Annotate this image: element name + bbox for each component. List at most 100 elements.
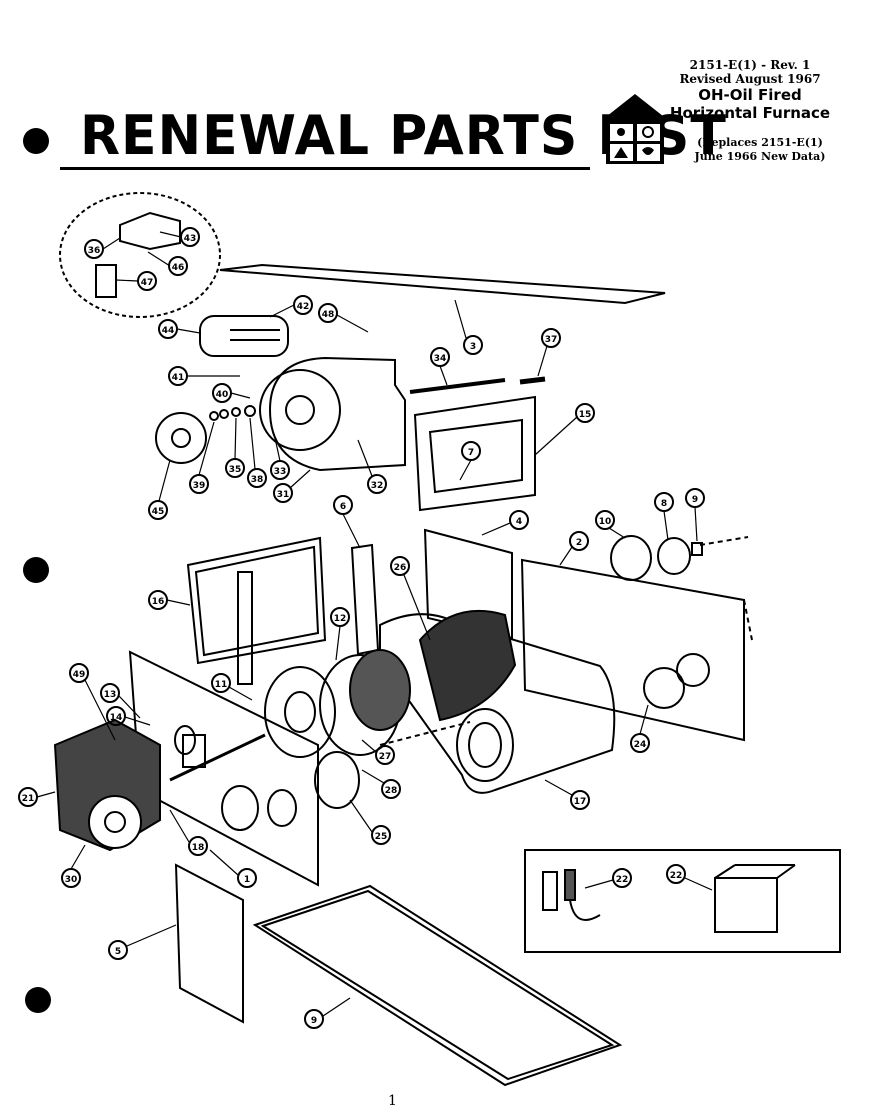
callout-38: 38 xyxy=(247,468,267,488)
svg-text:33: 33 xyxy=(274,467,287,477)
svg-text:10: 10 xyxy=(599,517,612,527)
callout-4: 4 xyxy=(509,510,529,530)
callout-15: 15 xyxy=(575,403,595,423)
svg-text:14: 14 xyxy=(110,713,123,723)
svg-text:46: 46 xyxy=(172,263,185,273)
callout-18: 18 xyxy=(188,836,208,856)
svg-text:25: 25 xyxy=(375,832,388,842)
callout-21: 21 xyxy=(18,787,38,807)
revision-block: 2151-E(1) - Rev. 1 Revised August 1967 O… xyxy=(640,58,860,122)
callout-25: 25 xyxy=(371,825,391,845)
binder-hole-bottom xyxy=(25,987,51,1013)
callout-41: 41 xyxy=(168,366,188,386)
svg-text:28: 28 xyxy=(385,786,398,796)
svg-text:9: 9 xyxy=(692,495,698,505)
callout-14: 14 xyxy=(106,706,126,726)
blower-wheel-part xyxy=(259,369,341,451)
svg-text:9: 9 xyxy=(311,1016,317,1026)
callout-16: 16 xyxy=(148,590,168,610)
svg-text:44: 44 xyxy=(162,326,175,336)
svg-text:6: 6 xyxy=(340,502,346,512)
callout-26: 26 xyxy=(390,556,410,576)
replaces-note: (Replaces 2151-E(1) xyxy=(697,136,823,149)
svg-text:22: 22 xyxy=(670,871,683,881)
svg-text:1: 1 xyxy=(244,875,250,885)
shaft-part xyxy=(409,378,506,394)
svg-text:45: 45 xyxy=(152,507,165,517)
svg-text:21: 21 xyxy=(22,794,35,804)
side-panel-left-part xyxy=(186,536,327,665)
callout-6-top: 6 xyxy=(333,495,353,515)
svg-text:38: 38 xyxy=(251,475,264,485)
svg-text:22: 22 xyxy=(616,875,629,885)
svg-text:49: 49 xyxy=(73,670,86,680)
svg-text:5: 5 xyxy=(115,947,121,957)
capacitor-part xyxy=(95,264,117,298)
base-pan-part xyxy=(252,884,623,1087)
filter-frame-part xyxy=(413,395,536,512)
callout-markers: 36 43 46 47 44 42 48 3 37 34 41 40 15 7 … xyxy=(18,227,705,1029)
svg-text:16: 16 xyxy=(152,597,165,607)
callout-5: 5 xyxy=(108,940,128,960)
callout-22-left: 22 xyxy=(612,868,632,888)
svg-text:43: 43 xyxy=(184,234,197,244)
svg-text:18: 18 xyxy=(192,843,205,853)
callout-49: 49 xyxy=(69,663,89,683)
binder-hole-top xyxy=(23,128,49,154)
callout-35: 35 xyxy=(225,458,245,478)
callout-7: 7 xyxy=(461,441,481,461)
callout-8: 8 xyxy=(654,492,674,512)
svg-text:27: 27 xyxy=(379,752,392,762)
callout-46: 46 xyxy=(168,256,188,276)
callout-40: 40 xyxy=(212,383,232,403)
callout-30: 30 xyxy=(61,868,81,888)
callout-9-bottom: 9 xyxy=(304,1009,324,1029)
revision-date: Revised August 1967 xyxy=(679,72,821,86)
svg-text:8: 8 xyxy=(661,499,667,509)
blower-housing-part xyxy=(268,356,406,472)
svg-text:17: 17 xyxy=(574,797,587,807)
callout-43: 43 xyxy=(180,227,200,247)
callout-44: 44 xyxy=(158,319,178,339)
callout-39: 39 xyxy=(189,474,209,494)
doc-number: 2151-E(1) - Rev. 1 xyxy=(689,58,811,72)
svg-text:39: 39 xyxy=(193,481,206,491)
svg-text:2: 2 xyxy=(576,538,582,548)
control-box-part xyxy=(714,877,778,933)
callout-12: 12 xyxy=(330,607,350,627)
svg-text:24: 24 xyxy=(634,740,647,750)
callout-9-right: 9 xyxy=(685,488,705,508)
callout-32: 32 xyxy=(367,474,387,494)
svg-text:31: 31 xyxy=(277,490,290,500)
date-note: June 1966 New Data) xyxy=(694,150,826,163)
relay-bracket-part xyxy=(119,211,181,251)
callout-34: 34 xyxy=(430,347,450,367)
top-panel-part xyxy=(219,263,666,305)
callout-11: 11 xyxy=(211,673,231,693)
combustion-chamber-part xyxy=(418,609,517,722)
callout-22-right: 22 xyxy=(666,864,686,884)
access-panel-part xyxy=(174,863,244,1024)
svg-text:34: 34 xyxy=(434,354,447,364)
callout-42: 42 xyxy=(293,295,313,315)
callout-1: 1 xyxy=(237,868,257,888)
callout-2: 2 xyxy=(569,531,589,551)
callout-10: 10 xyxy=(595,510,615,530)
callout-47: 47 xyxy=(137,271,157,291)
svg-text:40: 40 xyxy=(216,390,229,400)
svg-text:48: 48 xyxy=(322,310,335,320)
title-underline xyxy=(60,167,590,170)
svg-text:11: 11 xyxy=(215,680,228,690)
callout-31: 31 xyxy=(273,483,293,503)
callout-37: 37 xyxy=(541,328,561,348)
svg-text:35: 35 xyxy=(229,465,242,475)
svg-text:4: 4 xyxy=(516,517,522,527)
leader-lines xyxy=(36,231,713,1017)
svg-text:36: 36 xyxy=(88,246,101,256)
svg-text:26: 26 xyxy=(394,563,407,573)
side-panel-right-part xyxy=(520,558,745,742)
product-line-1: OH-Oil Fired xyxy=(698,86,802,104)
callout-17: 17 xyxy=(570,790,590,810)
